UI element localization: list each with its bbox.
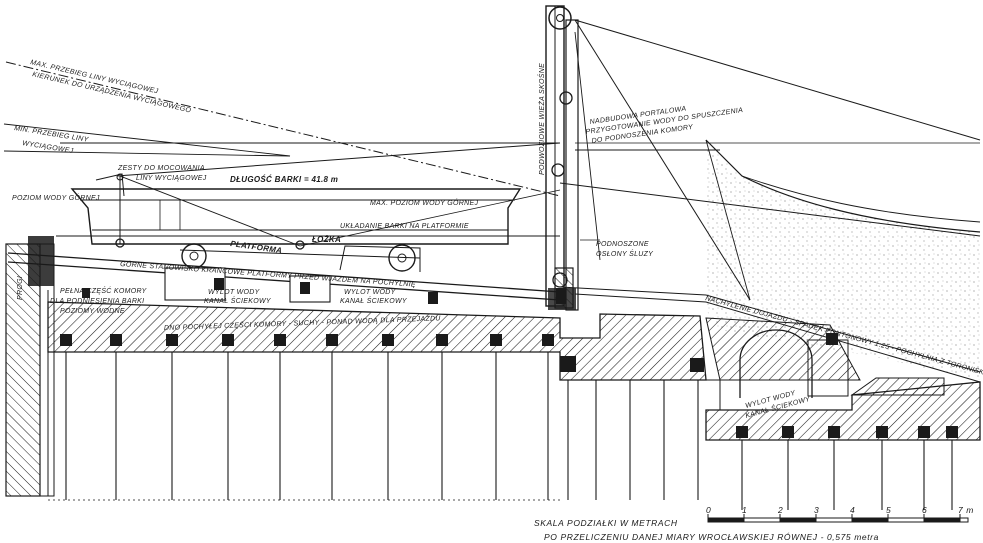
left-wall bbox=[5, 236, 55, 497]
scale-tick-label: 1 bbox=[742, 505, 747, 515]
label-full-chamber-sub2: POZIOMY WODNE bbox=[60, 308, 125, 315]
label-full-chamber: PEŁNA CZĘŚĆ KOMORY bbox=[60, 286, 148, 295]
scale-ticks: 0 1 2 3 4 5 6 7 m bbox=[706, 505, 974, 522]
label-barge-length: DŁUGOŚĆ BARKI = 41.8 m bbox=[230, 175, 338, 184]
label-upper-position: GÓRNE STANOWISKO KRAŃCOWE PLATFORMY PRZE… bbox=[120, 259, 416, 289]
scale-tick-label: 3 bbox=[814, 505, 819, 515]
label-lift: PODNOSZONE bbox=[596, 241, 649, 248]
label-sluice-left: PROGI bbox=[17, 276, 24, 300]
scale-tick-label: 6 bbox=[922, 505, 927, 515]
scale-tick-label: 2 bbox=[777, 505, 783, 515]
piles bbox=[48, 352, 953, 510]
label-min-line-sub: WYCIĄGOWEJ bbox=[22, 140, 74, 155]
label-water-level-left: POZIOM WODY GÓRNEJ bbox=[12, 193, 100, 202]
scale-tick-label: 0 bbox=[706, 505, 711, 515]
label-carriage: ŁOŻKA bbox=[311, 235, 341, 244]
embankment bbox=[575, 139, 981, 380]
scale-tick-label: 4 bbox=[850, 505, 855, 515]
scale-title: SKALA PODZIAŁKI W METRACH bbox=[534, 518, 678, 528]
scale-bar: SKALA PODZIAŁKI W METRACH PO PRZELICZENI… bbox=[534, 505, 974, 542]
pile-caps bbox=[60, 334, 958, 438]
bed-blocks bbox=[82, 267, 838, 372]
label-water-level-right: MAX. POZIOM WODY GÓRNEJ bbox=[370, 198, 478, 207]
tower bbox=[545, 5, 720, 311]
label-outlet-1-sub: KANAŁ ŚCIEKOWY bbox=[204, 296, 272, 305]
label-bolt: ZESTY DO MOCOWANIA bbox=[117, 165, 205, 172]
label-outlet-2-sub: KANAŁ ŚCIEKOWY bbox=[340, 296, 408, 305]
label-tower: PODWOZIOWE WIEŻA SKOŚNE bbox=[537, 63, 546, 175]
cable-lines bbox=[3, 19, 981, 301]
scale-tick-label: 5 bbox=[886, 505, 891, 515]
upper-rail bbox=[7, 235, 981, 383]
label-outlet-2: WYLOT WODY bbox=[344, 289, 397, 296]
chamber-bed bbox=[47, 301, 981, 441]
label-outlet-1: WYLOT WODY bbox=[208, 289, 261, 296]
label-lift-sub: OSŁONY ŚLUZY bbox=[596, 249, 654, 258]
outlet-arch bbox=[706, 329, 849, 411]
label-barge-placement: UKŁADANIE BARKI NA PLATFORMIE bbox=[340, 223, 469, 230]
scale-tick-label: 7 m bbox=[958, 505, 974, 515]
label-full-chamber-sub1: DLA PODNIESIENIA BARKI bbox=[50, 298, 144, 305]
scale-note: PO PRZELICZENIU DANEJ MIARY WROCŁAWSKIEJ… bbox=[544, 532, 879, 542]
label-bolt-sub: LINY WYCIĄGOWEJ bbox=[136, 175, 207, 182]
barge bbox=[70, 173, 522, 250]
